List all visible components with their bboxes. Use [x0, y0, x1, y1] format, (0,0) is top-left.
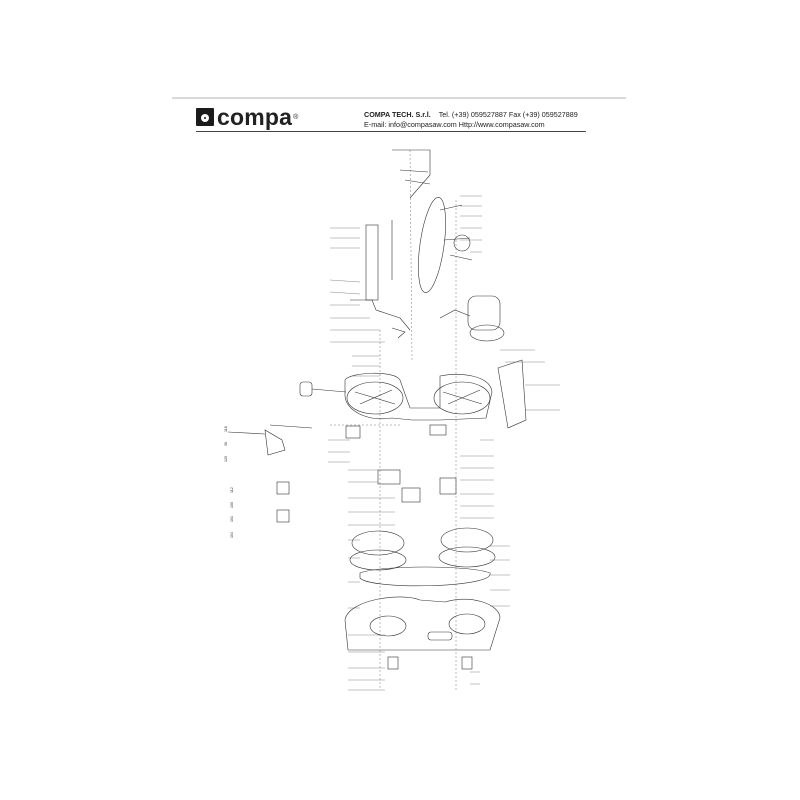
- guard-leaders: [439, 204, 473, 261]
- guide-block-right: [439, 477, 457, 495]
- right-wheel-tire: [438, 546, 496, 568]
- top-handle: [399, 169, 431, 185]
- guard-knob: [453, 234, 471, 252]
- right-foot: [461, 656, 473, 670]
- part-label-36: 36: [224, 442, 228, 446]
- diagram-strokes: [227, 149, 527, 670]
- company-name: COMPA TECH. S.r.l.: [364, 110, 431, 119]
- leader-lines-left: [328, 227, 395, 691]
- clamp-bracket: [350, 299, 411, 331]
- part-label-112: 112: [230, 487, 234, 493]
- right-upper-wheel: [433, 381, 491, 415]
- blade-guide: [429, 424, 447, 436]
- guide-block-left: [377, 469, 401, 485]
- right-lower-wheel: [440, 527, 494, 553]
- saw-blade-band: [359, 566, 491, 587]
- vise-jaw: [264, 429, 286, 456]
- upper-saw-frame: [344, 372, 493, 421]
- part-label-120: 120: [224, 456, 228, 462]
- phone-fax: Tel. (+39) 059527887 Fax (+39) 059527889: [438, 110, 578, 119]
- small-part-1: [276, 481, 290, 495]
- tension-shaft: [311, 388, 347, 393]
- guide-block-mid: [401, 487, 421, 503]
- base-slot: [427, 631, 453, 641]
- part-label-101: 101: [230, 516, 234, 522]
- compa-logo-icon: [196, 108, 214, 126]
- left-upper-wheel: [346, 381, 404, 415]
- left-base-hole: [369, 615, 407, 637]
- email-web: E-mail: info@compasaw.com Http://www.com…: [364, 119, 545, 129]
- logo-text: compa: [217, 103, 293, 130]
- blade-guard-plate: [418, 197, 446, 293]
- tension-knob: [299, 381, 313, 397]
- vertical-column: [365, 224, 379, 301]
- logo-registered-mark: ®: [293, 113, 299, 121]
- wheel-spokes: [354, 389, 483, 405]
- vise-rods: [227, 424, 313, 435]
- part-label-104: 104: [230, 532, 234, 538]
- left-foot: [387, 656, 399, 670]
- left-lower-wheel: [351, 530, 405, 556]
- motor-body: [467, 295, 501, 331]
- compa-logo: compa ®: [196, 104, 298, 130]
- right-base-hole: [448, 613, 486, 635]
- vise-block: [345, 425, 361, 439]
- small-part-2: [276, 509, 290, 523]
- side-part-labels: 118 36 120 112 100 101 104: [224, 426, 234, 538]
- side-cover: [497, 359, 527, 429]
- contact-line-1: COMPA TECH. S.r.l. Tel. (+39) 059527887 F…: [364, 110, 578, 120]
- part-label-118: 118: [224, 426, 228, 432]
- part-label-100: 100: [230, 502, 234, 508]
- clamp-lever: [391, 327, 406, 339]
- assembly-axes: [330, 149, 457, 690]
- base-plate: [344, 596, 501, 651]
- top-bracket: [392, 149, 431, 199]
- motor-face: [469, 324, 505, 342]
- header-rule: [196, 131, 586, 132]
- contact-block: COMPA TECH. S.r.l. Tel. (+39) 059527887 F…: [364, 110, 578, 129]
- leader-lines-right: [460, 195, 560, 685]
- left-wheel-tire: [349, 549, 407, 571]
- motor-cable: [439, 309, 471, 319]
- axis-top: [409, 149, 413, 361]
- page-top-rule: [172, 97, 626, 99]
